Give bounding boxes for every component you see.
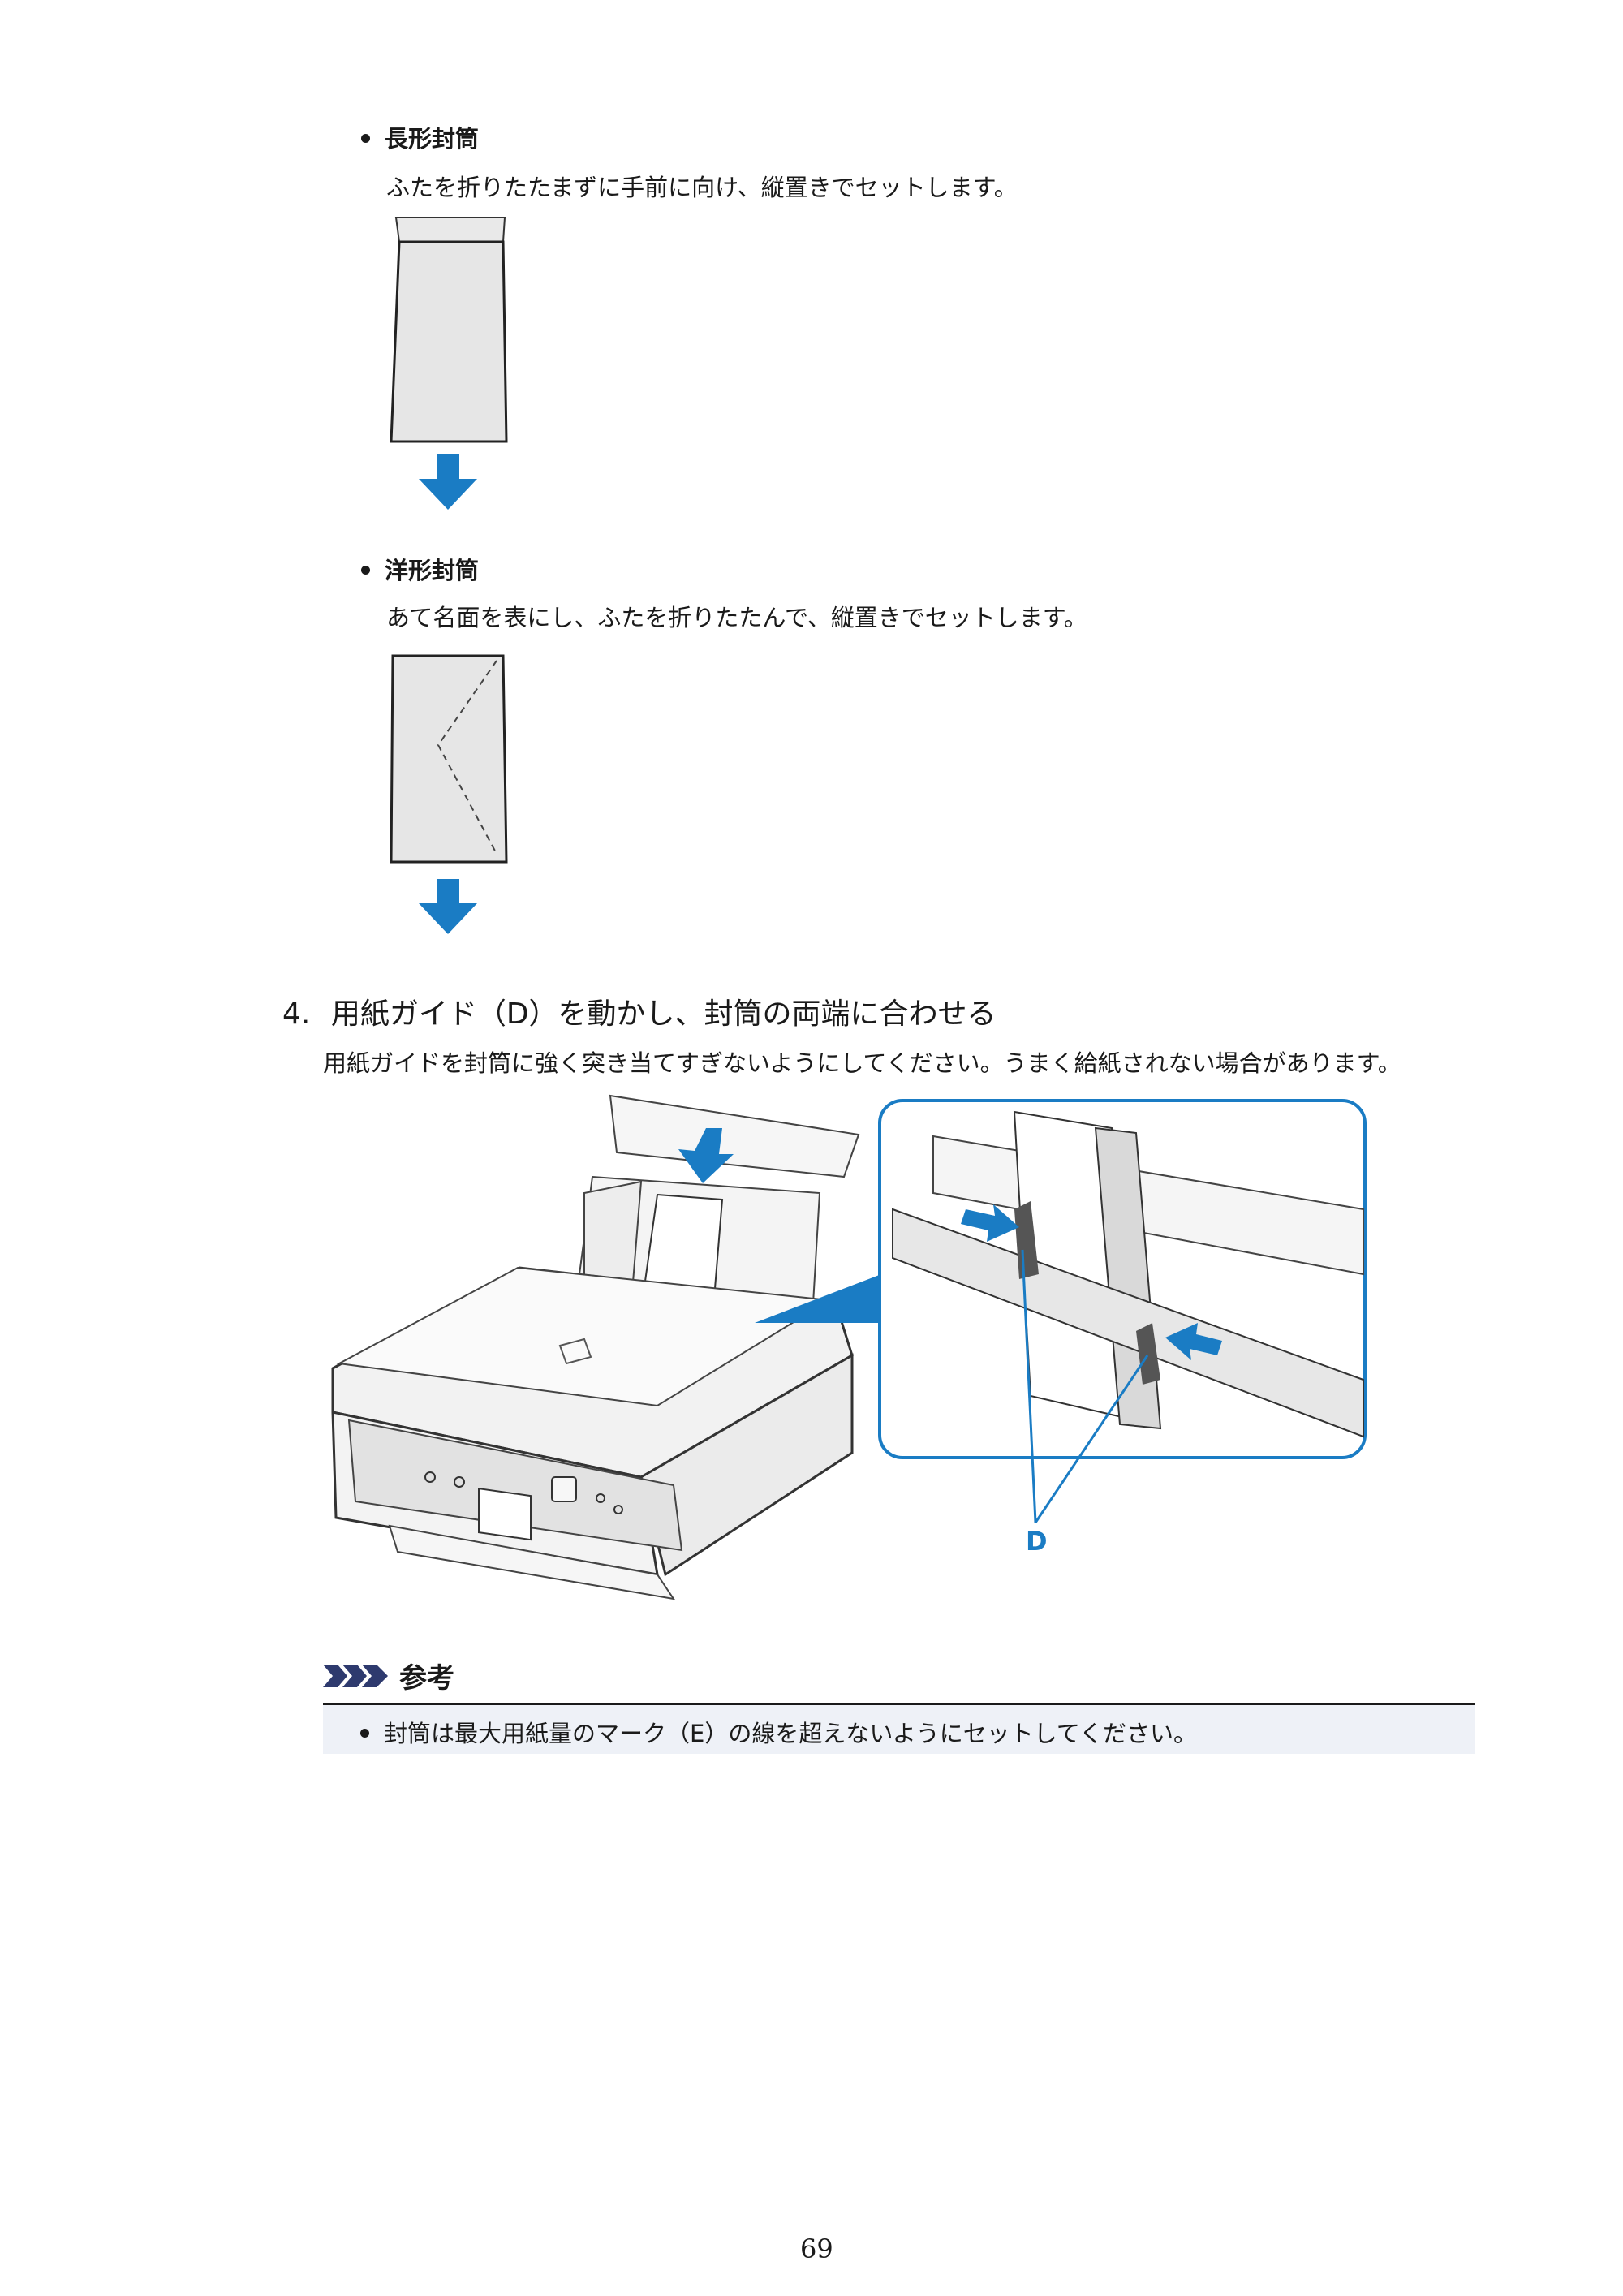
bullet-dot xyxy=(361,565,370,575)
down-arrow-icon xyxy=(419,454,477,510)
note-title: 参考 xyxy=(399,1662,454,1695)
down-arrow-icon xyxy=(678,1128,734,1183)
zoom-detail xyxy=(892,1110,1364,1438)
left-arrow-icon xyxy=(1165,1323,1222,1360)
long-envelope-title: 長形封筒 xyxy=(385,125,480,153)
step-4-text: 用紙ガイドを封筒に強く突き当てすぎないようにしてください。うまく給紙されない場合… xyxy=(323,1049,1401,1077)
note-item: 封筒は最大用紙量のマーク（E）の線を超えないようにセットしてください。 xyxy=(360,1715,1197,1749)
printer-illustration xyxy=(331,1094,1367,1600)
note-header: 参考 xyxy=(323,1656,454,1695)
step-title: 用紙ガイド（D）を動かし、封筒の両端に合わせる xyxy=(330,997,997,1031)
western-envelope-title: 洋形封筒 xyxy=(385,557,480,584)
step-number: 4. xyxy=(282,997,311,1031)
western-envelope-illustration xyxy=(390,654,508,934)
note-chevrons-icon xyxy=(323,1664,388,1687)
step-4-heading: 4. 用紙ガイド（D）を動かし、封筒の両端に合わせる xyxy=(282,990,997,1032)
callout-label-d: D xyxy=(1026,1526,1048,1557)
bullet-dot xyxy=(360,1728,369,1738)
bullet-long-envelope: 長形封筒 xyxy=(361,120,479,154)
note-item-text: 封筒は最大用紙量のマーク（E）の線を超えないようにセットしてください。 xyxy=(384,1720,1198,1747)
long-envelope-illustration xyxy=(390,217,508,510)
page-number: 69 xyxy=(800,2234,833,2264)
bullet-dot xyxy=(361,133,370,143)
long-envelope-text: ふたを折りたたまずに手前に向け、縦置きでセットします。 xyxy=(386,174,1018,201)
note-box: 封筒は最大用紙量のマーク（E）の線を超えないようにセットしてください。 xyxy=(323,1703,1475,1754)
down-arrow-icon xyxy=(419,879,477,934)
right-arrow-icon xyxy=(961,1204,1019,1242)
bullet-western-envelope: 洋形封筒 xyxy=(361,552,479,586)
western-envelope-text: あて名面を表にし、ふたを折りたたんで、縦置きでセットします。 xyxy=(386,604,1087,631)
